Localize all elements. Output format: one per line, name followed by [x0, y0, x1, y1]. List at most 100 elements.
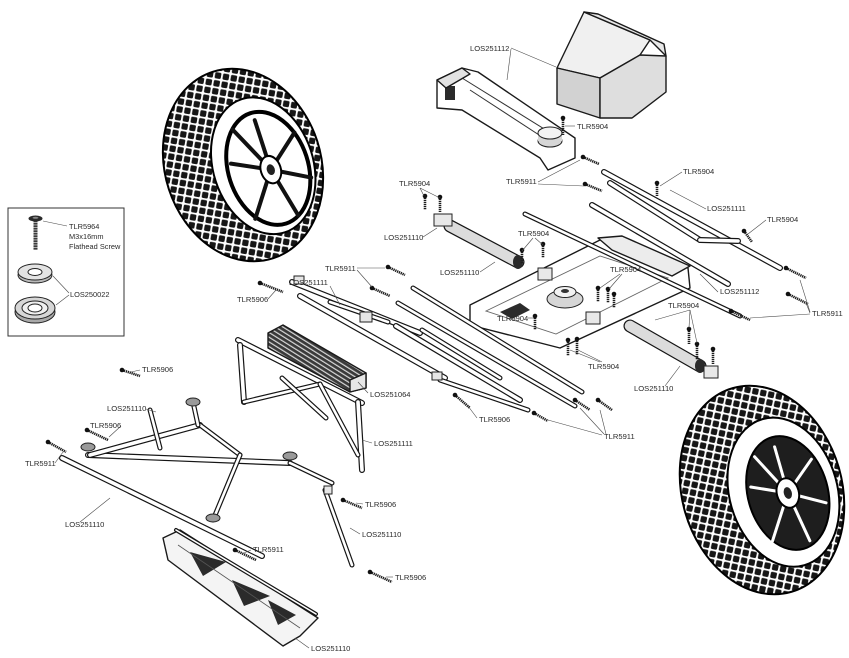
callout-3: TLR5911 — [506, 177, 537, 186]
front-upper-link-2 — [297, 293, 448, 381]
leader-line-11 — [422, 227, 438, 238]
screw-33 — [232, 547, 257, 562]
callout-5: TLR5904 — [399, 179, 430, 188]
leader-line-16 — [479, 261, 496, 273]
link-end-1 — [293, 275, 305, 285]
tray-end-block — [436, 67, 471, 89]
callout-7: TLR5904 — [767, 215, 798, 224]
steering-link-left — [147, 407, 163, 451]
callout-10: TLR5911 — [325, 264, 356, 273]
leader-line-43 — [79, 497, 111, 523]
leader-line-39 — [547, 419, 603, 436]
screw-21 — [710, 346, 716, 364]
leader-line-37 — [579, 407, 605, 435]
front-a-arm-right — [197, 422, 243, 458]
callout-19: TLR5904 — [588, 362, 619, 371]
washer-large-icon — [14, 296, 56, 324]
screw-22 — [783, 265, 807, 280]
leader-line-29 — [569, 349, 601, 363]
leader-line-13 — [534, 237, 544, 246]
leader-line-35 — [467, 405, 478, 419]
callout-24: TLR5906 — [479, 415, 510, 424]
leader-line-20 — [699, 273, 719, 293]
leader-line-47 — [294, 637, 310, 649]
mount-disc-3 — [282, 451, 298, 461]
suspension-mount-discs — [80, 275, 443, 523]
front-link-6 — [437, 377, 531, 413]
mount-disc-2 — [185, 397, 201, 407]
screw-15 — [611, 291, 617, 308]
leader-line-32 — [664, 365, 681, 387]
leader-line-44 — [349, 527, 361, 535]
leader-line-10 — [747, 219, 767, 235]
box-top-lip — [583, 11, 667, 57]
callout-17: TLR5911 — [812, 309, 843, 318]
axle-bracket-2 — [537, 267, 553, 281]
callout-14: LOS251112 — [720, 287, 759, 296]
leader-line-8 — [419, 187, 441, 199]
callout-labels: LOS251112 TLR5904 TLR5911 TLR5904 TLR590… — [25, 44, 843, 653]
axle-bracket-3 — [703, 365, 719, 379]
callout-11: LOS251110 — [440, 268, 479, 277]
leader-line-17 — [599, 273, 621, 289]
screw-18 — [574, 336, 580, 355]
callout-15: TLR5906 — [237, 295, 268, 304]
screw-25 — [452, 392, 471, 409]
leader-line-9 — [669, 189, 707, 210]
leader-line-25 — [799, 279, 811, 313]
skid-plate-cutout — [500, 303, 530, 319]
leader-lines — [54, 47, 811, 649]
axle-end-caps — [433, 213, 719, 379]
leader-line-22 — [654, 309, 691, 321]
callout-6: LOS251111 — [707, 204, 746, 213]
screw-20 — [694, 341, 700, 360]
callout-12: TLR5904 — [610, 265, 641, 274]
link-end-2 — [359, 311, 373, 323]
callout-33: TLR5906 — [395, 573, 426, 582]
screw-17 — [565, 337, 571, 356]
front-a-arm-lower — [210, 452, 243, 523]
leader-line-36 — [108, 425, 122, 438]
bumper-cutout-2 — [232, 580, 270, 606]
callout-28: TLR5911 — [25, 459, 56, 468]
box-side-face — [599, 54, 667, 119]
inset-washer-leader-2 — [55, 294, 70, 306]
leader-line-26 — [805, 302, 811, 314]
callout-16: TLR5904 — [668, 301, 699, 310]
upper-layer-parts — [80, 11, 846, 596]
chassis-rail-2 — [395, 300, 578, 409]
screw-23 — [785, 291, 809, 306]
leader-line-33 — [357, 381, 369, 394]
battery-cover-box — [556, 11, 667, 119]
screw-5 — [437, 194, 443, 212]
bumper-cutout-1 — [190, 552, 226, 576]
leader-line-34 — [145, 408, 157, 413]
screw-16 — [532, 313, 538, 330]
screw-12 — [540, 241, 546, 258]
leader-line-4 — [537, 159, 581, 183]
tubular-parts — [59, 169, 783, 616]
axle-bracket-4 — [585, 311, 601, 325]
screw-3 — [582, 181, 603, 193]
front-a-arm-left — [87, 422, 203, 458]
inset-screw-size: M3x16mm — [69, 232, 104, 241]
upper-link-rod-2 — [607, 180, 703, 243]
callout-23: LOS251110 — [107, 404, 146, 413]
rear-axle-housing-left — [443, 219, 525, 269]
skid-plate-inner-panel — [484, 255, 670, 335]
mount-disc-4 — [205, 513, 221, 523]
hardware-inset: TLR5964 M3x16mm Flathead Screw LOS250022 — [7, 207, 125, 337]
rear-right-tire — [678, 384, 846, 596]
callout-20: TLR5906 — [142, 365, 173, 374]
bumper-frame-left-post — [237, 342, 247, 405]
callout-1: LOS251112 — [470, 44, 509, 53]
callout-18: TLR5904 — [497, 314, 528, 323]
screw-19 — [686, 326, 692, 344]
upper-link-rod-2-bend — [697, 237, 741, 244]
upper-link-rod-3 — [589, 202, 731, 287]
screw-34 — [367, 569, 393, 584]
center-shock-mount — [546, 286, 584, 309]
leader-line-6 — [659, 171, 683, 187]
callout-27: LOS251111 — [374, 439, 413, 448]
screw-13 — [595, 285, 601, 302]
